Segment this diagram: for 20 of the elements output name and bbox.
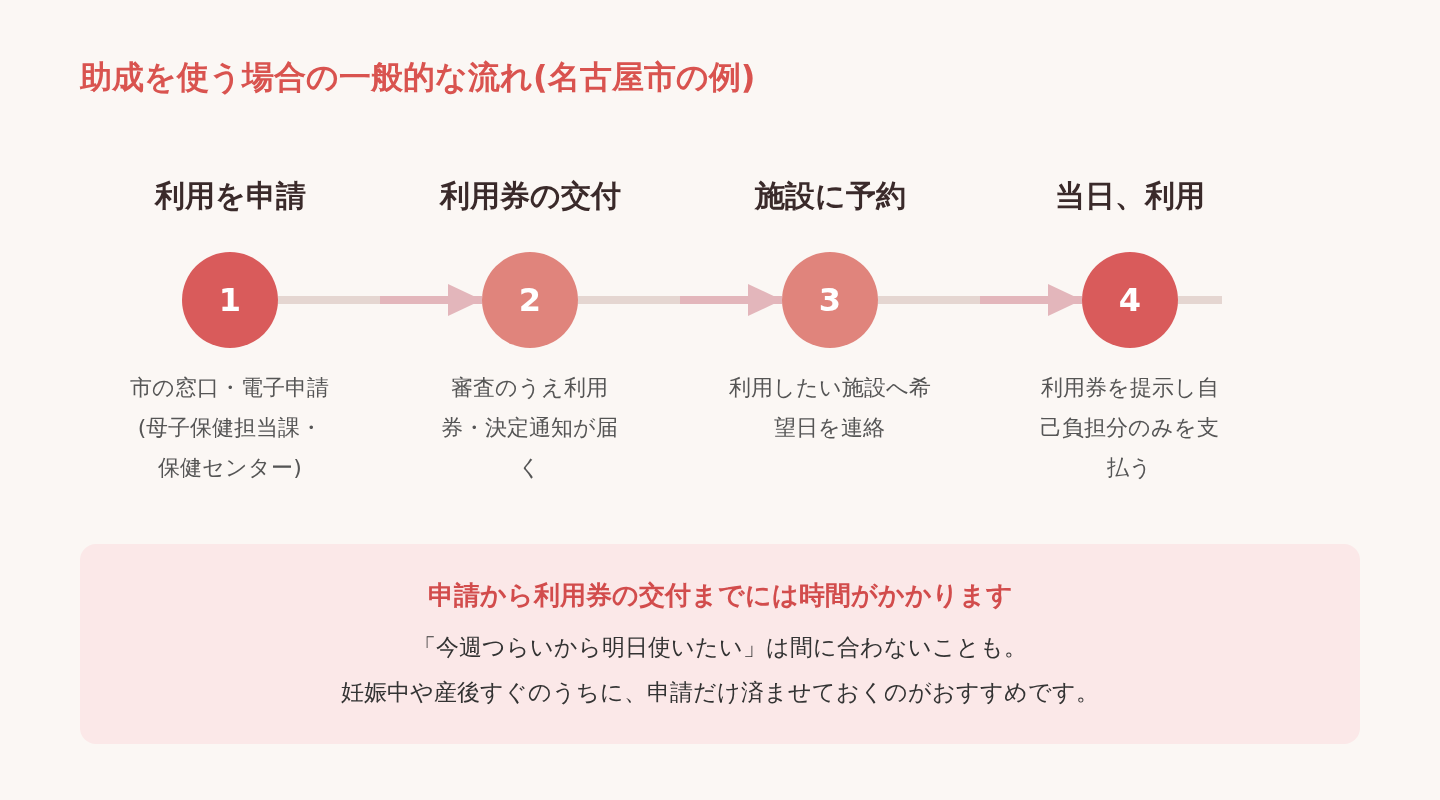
step-description: 市の窓口・電子申請(母子保健担当課・保健センター) [129,374,331,482]
arrow [578,284,782,316]
title: 助成を使う場合の一般的な流れ(名古屋市の例) [80,57,756,98]
step-number: 1 [218,281,242,319]
arrow [878,284,1082,316]
step-heading: 利用を申請 [153,177,307,215]
step-description: 利用券を提示し自己負担分のみを支払う [1039,374,1221,482]
step-heading: 当日、利用 [1054,177,1206,215]
step-description: 利用したい施設へ希望日を連絡 [728,374,932,442]
step-heading: 利用券の交付 [438,177,622,215]
note-heading: 申請から利用券の交付までには時間がかかります [426,579,1014,612]
note-text: 妊娠中や産後すぐのうちに、申請だけ済ませておくのがおすすめです。 [340,678,1100,707]
step-number: 2 [518,281,542,319]
step-number: 4 [1118,281,1142,319]
arrow [278,284,482,316]
step-heading: 施設に予約 [753,177,907,215]
connector-line [1178,296,1222,304]
step-number: 3 [818,281,842,319]
step-description: 審査のうえ利用券・決定通知が届く [440,374,620,482]
note-text: 「今週つらいから明日使いたい」は間に合わないことも。 [412,633,1028,662]
